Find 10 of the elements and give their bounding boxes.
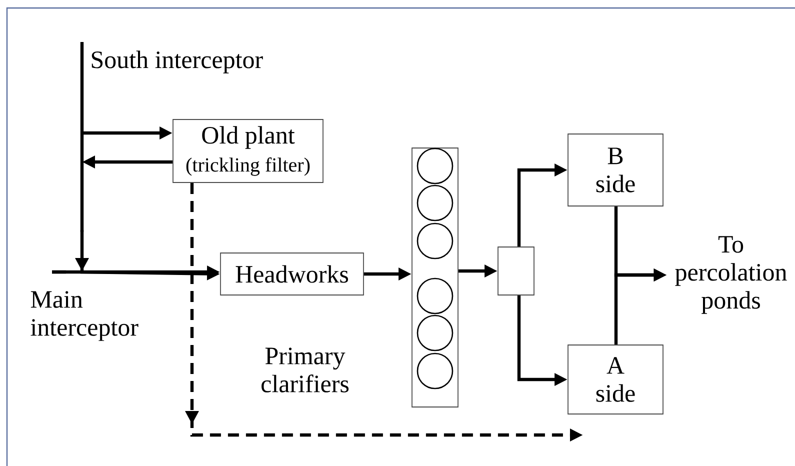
process-box: A side xyxy=(568,344,664,414)
process-box: Headworks xyxy=(220,252,364,296)
splitter-box xyxy=(498,246,534,296)
process-box: B side xyxy=(568,134,664,206)
destination-label: To percolation ponds xyxy=(675,236,787,314)
clarifier-bank xyxy=(412,148,458,408)
main-interceptor-label: Main interceptor xyxy=(30,291,138,341)
south-interceptor-label: South interceptor xyxy=(92,50,263,74)
text-label: Primary clarifiers xyxy=(262,348,349,392)
plant-box: Old plant (trickling filter) xyxy=(172,119,324,183)
